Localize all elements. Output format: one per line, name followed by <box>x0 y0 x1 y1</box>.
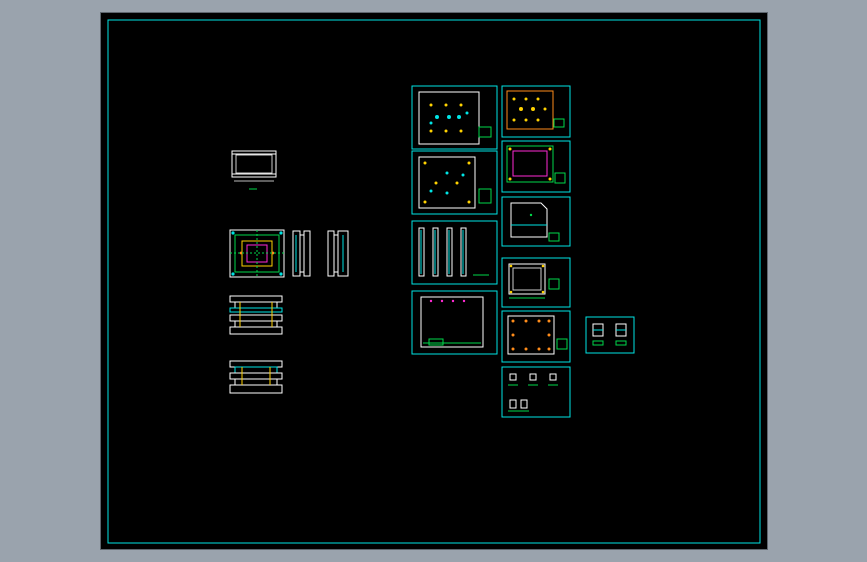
detail-sheet-2[interactable] <box>501 85 571 138</box>
detail-sheet-1[interactable] <box>411 85 498 150</box>
cad-drawing-viewport[interactable] <box>101 13 767 549</box>
detail-sheet-7[interactable] <box>411 290 498 355</box>
detail-sheet-6[interactable] <box>501 196 571 247</box>
detail-sheet-11[interactable] <box>501 366 571 418</box>
drawing-border <box>107 19 761 544</box>
standalone-plate-view[interactable] <box>231 150 277 190</box>
detail-sheet-4[interactable] <box>501 140 571 193</box>
mold-assembly-plan-view[interactable] <box>229 229 285 278</box>
detail-sheet-9[interactable] <box>501 310 571 363</box>
detail-sheet-8[interactable] <box>501 257 571 308</box>
detail-sheet-10[interactable] <box>585 316 635 354</box>
mold-assembly-side-views[interactable] <box>292 230 349 277</box>
detail-sheet-5[interactable] <box>411 220 498 285</box>
cad-drawing-canvas[interactable] <box>101 13 767 549</box>
mold-assembly-section-views[interactable] <box>229 295 283 394</box>
detail-sheet-3[interactable] <box>411 150 498 215</box>
